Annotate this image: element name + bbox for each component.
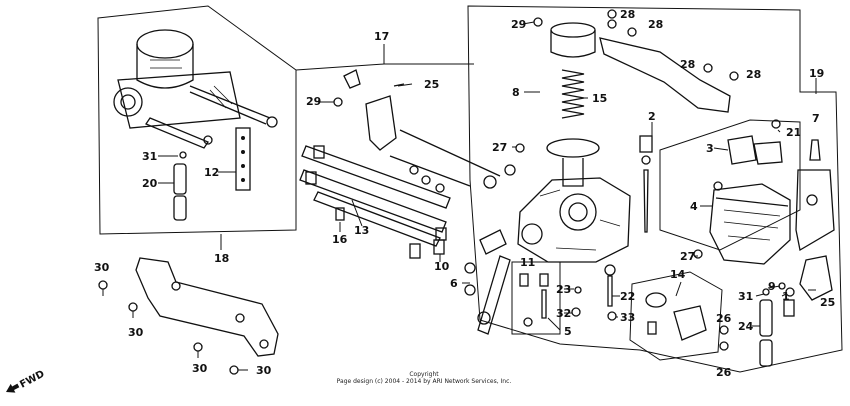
callout-13: 13 xyxy=(354,224,369,237)
callout-26-b: 26 xyxy=(716,366,732,379)
callout-6: 6 xyxy=(450,277,458,290)
callout-30-a: 30 xyxy=(94,261,110,274)
assembly-outlines xyxy=(97,5,843,373)
callout-18: 18 xyxy=(214,252,229,265)
callout-25: 25 xyxy=(424,78,439,91)
callout-28-d: 28 xyxy=(746,68,761,81)
callout-4: 4 xyxy=(690,200,698,213)
callout-27-a: 27 xyxy=(492,141,507,154)
callout-33: 33 xyxy=(620,311,635,324)
callout-32: 32 xyxy=(556,307,571,320)
callout-19: 19 xyxy=(809,67,824,80)
bolt-30-a xyxy=(98,280,108,296)
callout-21: 21 xyxy=(786,126,801,139)
callout-15: 15 xyxy=(592,92,607,105)
callout-31-b: 31 xyxy=(738,290,753,303)
callout-2: 2 xyxy=(648,110,656,123)
callout-26-a: 26 xyxy=(716,312,732,325)
callout-28-c: 28 xyxy=(680,58,695,71)
callout-labels: 17 25 29 31 12 20 18 16 13 10 6 30 30 30… xyxy=(94,8,835,379)
callout-31: 31 xyxy=(142,150,157,163)
callout-22: 22 xyxy=(620,290,635,303)
callout-23: 23 xyxy=(556,283,571,296)
part-14 xyxy=(645,292,707,341)
fwd-indicator: FWD xyxy=(6,369,47,393)
callout-12: 12 xyxy=(204,166,219,179)
carburetor-body xyxy=(515,17,631,263)
callout-29: 29 xyxy=(306,95,321,108)
leader-lines xyxy=(158,21,817,331)
callout-9: 9 xyxy=(768,280,776,293)
float-bowl-parts xyxy=(693,119,835,367)
callout-3: 3 xyxy=(706,142,714,155)
bolt-30-b xyxy=(128,302,138,318)
callout-28-a: 28 xyxy=(620,8,635,21)
fwd-arrow-icon xyxy=(6,383,20,393)
callout-10: 10 xyxy=(434,260,450,273)
carburetor-assembly-18 xyxy=(113,29,278,221)
linkage-parts xyxy=(299,69,516,335)
callout-11: 11 xyxy=(520,256,535,269)
callout-28-b: 28 xyxy=(648,18,663,31)
stay-bracket xyxy=(98,257,279,375)
callout-8: 8 xyxy=(512,86,520,99)
callout-1: 1 xyxy=(782,290,790,303)
callout-7: 7 xyxy=(812,112,820,125)
callout-17: 17 xyxy=(374,30,389,43)
copyright: Copyright Page design (c) 2004 - 2014 by… xyxy=(337,371,512,385)
callout-20: 20 xyxy=(142,177,158,190)
callout-27-b: 27 xyxy=(680,250,695,263)
bolt-30-d xyxy=(229,365,248,375)
copyright-line-2: Page design (c) 2004 - 2014 by ARI Netwo… xyxy=(337,378,512,385)
float-chamber xyxy=(709,135,791,265)
fwd-label: FWD xyxy=(18,369,46,391)
copyright-line-1: Copyright xyxy=(409,371,439,378)
callout-5: 5 xyxy=(564,325,572,338)
jet-parts xyxy=(519,135,653,327)
top-bracket xyxy=(599,9,739,113)
callout-25-b: 25 xyxy=(820,296,835,309)
callout-30-d: 30 xyxy=(256,364,272,377)
callout-14: 14 xyxy=(670,268,686,281)
bolt-30-c xyxy=(193,342,203,358)
callout-29-b: 29 xyxy=(511,18,526,31)
callout-16: 16 xyxy=(332,233,348,246)
callout-30-c: 30 xyxy=(192,362,208,375)
callout-30-b: 30 xyxy=(128,326,144,339)
callout-24: 24 xyxy=(738,320,754,333)
